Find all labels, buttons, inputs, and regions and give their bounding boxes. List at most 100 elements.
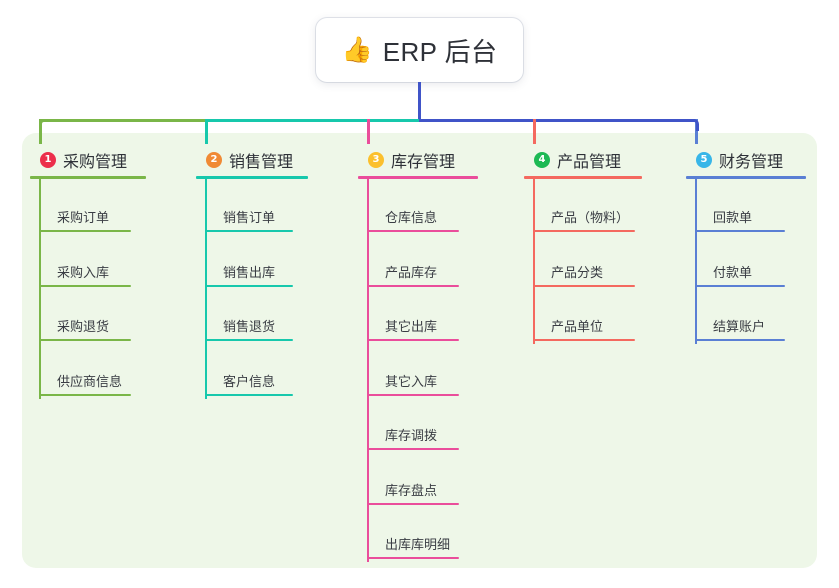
branch-title-label: 库存管理 [391,154,456,171]
branch-item-其它出库[interactable]: 其它出库 [367,307,459,341]
branch-item-rule [695,230,785,232]
branch-item-采购退货[interactable]: 采购退货 [39,307,131,341]
branch-item-rule [39,230,131,232]
connector-bar-segment-2 [206,119,419,122]
branch-stem-line [367,179,369,562]
branch-item-label: 销售订单 [223,210,276,225]
branch-header-销售管理[interactable]: 2 销售管理 [196,145,293,175]
branch-item-rule [39,339,131,341]
branch-number-badge: 3 [368,152,384,168]
branch-header-rule [358,176,478,179]
branch-item-出库库明细[interactable]: 出库库明细 [367,525,459,559]
branch-item-销售退货[interactable]: 销售退货 [205,307,293,341]
branch-item-label: 采购退货 [57,319,110,334]
branch-item-产品库存[interactable]: 产品库存 [367,253,459,287]
connector-bar-segment-1 [39,119,206,122]
branch-stem-line [533,179,535,344]
branch-item-rule [367,448,459,450]
branch-header-产品管理[interactable]: 4 产品管理 [524,145,621,175]
connector-bar-segment-3 [419,119,698,122]
branch-item-label: 采购入库 [57,264,110,280]
connector-elbow-right [687,119,699,131]
branch-item-label: 结算账户 [713,319,766,334]
branch-item-label: 产品库存 [385,264,438,280]
branch-title-label: 产品管理 [557,154,622,171]
branch-item-rule [367,230,459,232]
branch-number-badge: 4 [534,152,550,168]
branch-item-label: 出库库明细 [385,537,451,552]
branch-number-badge: 2 [206,152,222,168]
branch-item-其它入库[interactable]: 其它入库 [367,362,459,396]
branch-item-label: 采购订单 [57,210,110,225]
connector-drop-库存管理 [367,119,370,144]
branch-item-rule [367,393,459,396]
branch-header-rule [30,176,146,179]
branch-item-供应商信息[interactable]: 供应商信息 [39,362,131,396]
branch-item-付款单[interactable]: 付款单 [695,253,785,287]
branch-item-回款单[interactable]: 回款单 [695,198,785,232]
branch-item-产品单位[interactable]: 产品单位 [533,307,635,341]
connector-drop-采购管理 [39,119,42,144]
branch-item-label: 客户信息 [223,373,276,389]
branch-item-rule [205,393,293,396]
thumbs-up-icon: 👍 [341,35,373,64]
branch-item-rule [367,339,459,341]
branch-item-产品分类[interactable]: 产品分类 [533,253,635,287]
root-node-erp-backend[interactable]: 👍 ERP 后台 [316,18,523,82]
branch-item-label: 销售出库 [223,264,276,280]
branch-stem-line [205,179,207,399]
branch-item-rule [39,393,131,396]
branch-item-库存调拨[interactable]: 库存调拨 [367,416,459,450]
connector-drop-产品管理 [533,119,536,144]
branch-column-产品管理: 4 产品管理产品（物料） 产品分类产品单位 [524,145,642,344]
branch-item-label: 供应商信息 [57,373,123,389]
connector-drop-财务管理 [695,119,698,144]
connector-drop-销售管理 [205,119,208,144]
branch-item-销售订单[interactable]: 销售订单 [205,198,293,232]
root-node-label: ERP 后台 [382,36,498,67]
branch-column-库存管理: 3 库存管理仓库信息产品库存其它出库其它入库库存调拨库存盘点出库库明细 [358,145,478,562]
branch-item-rule [367,502,459,505]
branch-item-label: 产品（物料） [551,210,630,225]
branch-item-label: 库存调拨 [385,428,438,443]
branch-item-采购入库[interactable]: 采购入库 [39,253,131,287]
root-trunk-line [417,82,421,122]
branch-item-客户信息[interactable]: 客户信息 [205,362,293,396]
branch-item-label: 其它入库 [385,373,438,389]
branch-item-rule [39,284,131,287]
branch-item-label: 其它出库 [385,319,438,334]
branch-column-销售管理: 2 销售管理销售订单销售出库销售退货客户信息 [196,145,308,399]
branch-item-label: 回款单 [713,210,753,225]
branch-item-库存盘点[interactable]: 库存盘点 [367,471,459,505]
branch-item-仓库信息[interactable]: 仓库信息 [367,198,459,232]
connector-elbow-left [39,119,51,131]
branch-title-label: 销售管理 [229,154,294,171]
branch-title-label: 财务管理 [719,154,784,171]
diagram-background-panel [22,133,817,568]
branch-item-rule [695,284,785,287]
branch-stem-line [695,179,697,344]
branch-item-rule [367,557,459,559]
branch-item-rule [205,230,293,232]
branch-header-rule [524,176,642,179]
branch-item-产品（物料）[interactable]: 产品（物料） [533,198,635,232]
branch-header-库存管理[interactable]: 3 库存管理 [358,145,455,175]
branch-header-rule [686,176,806,179]
branch-item-结算账户[interactable]: 结算账户 [695,307,785,341]
branch-item-rule [533,284,635,287]
branch-item-label: 产品单位 [551,319,604,334]
branch-number-badge: 1 [40,152,56,168]
branch-item-销售出库[interactable]: 销售出库 [205,253,293,287]
branch-item-rule [205,339,293,341]
branch-item-采购订单[interactable]: 采购订单 [39,198,131,232]
branch-item-rule [533,339,635,341]
branch-item-label: 库存盘点 [385,482,438,498]
branch-item-label: 付款单 [713,264,753,280]
branch-item-label: 产品分类 [551,264,604,280]
branch-stem-line [39,179,41,399]
